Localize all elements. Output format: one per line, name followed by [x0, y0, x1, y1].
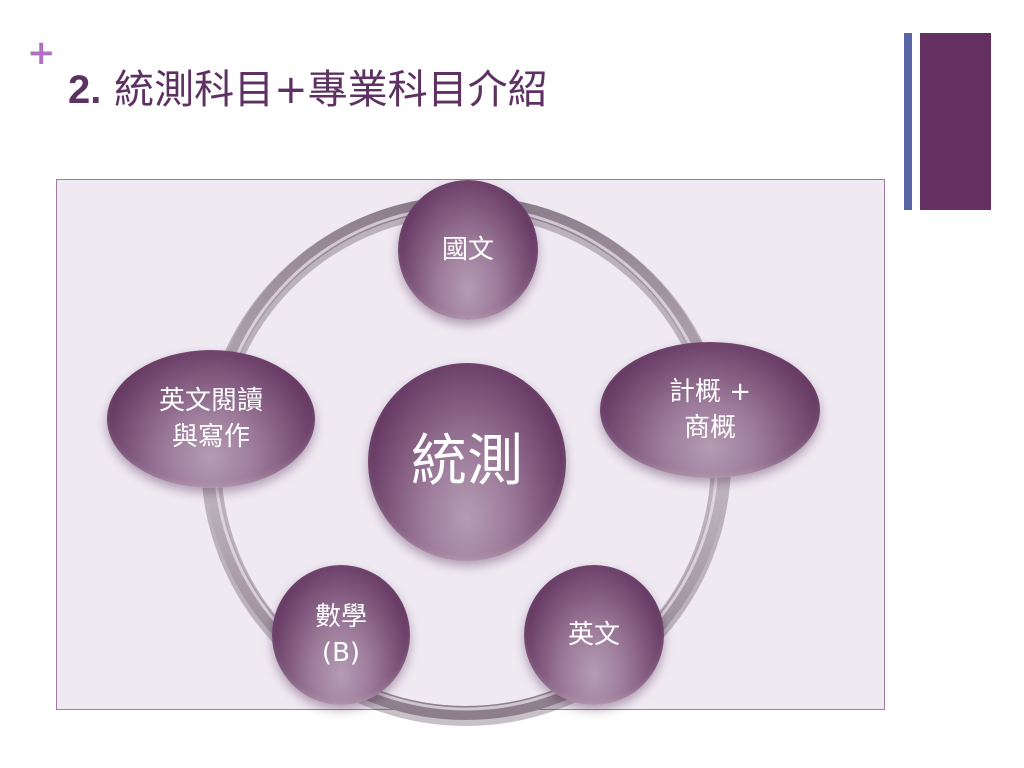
node-computer-business-line-2: 商概 [683, 413, 736, 443]
center-node-unified-exam: 統測 [368, 363, 566, 561]
node-english: 英文 [524, 565, 664, 705]
node-computer-business-label: 計概 + 商概 [669, 374, 751, 447]
slide-title-number: 2. [68, 68, 102, 112]
node-math-b-line-2: (B) [321, 638, 361, 668]
node-english-reading-writing: 英文閱讀 與寫作 [107, 350, 315, 488]
slide-title: 2. 統測科目+專業科目介紹 [68, 66, 548, 114]
node-english-label: 英文 [568, 617, 620, 653]
slide-title-text: 統測科目+專業科目介紹 [114, 67, 548, 113]
center-node-label: 統測 [411, 428, 523, 494]
node-math-b-label: 數學 (B) [315, 599, 367, 672]
node-math-b-line-1: 數學 [314, 601, 367, 632]
node-english-reading-writing-line-1: 英文閱讀 [158, 385, 263, 416]
node-chinese-label: 國文 [442, 232, 494, 268]
corner-accent-bar-thick [920, 33, 991, 210]
node-english-reading-writing-label: 英文閱讀 與寫作 [159, 383, 263, 456]
node-chinese-line-1: 國文 [441, 234, 494, 265]
node-english-line-1: 英文 [567, 619, 620, 650]
plus-decoration-icon: + [27, 33, 56, 73]
corner-accent-bar-thin [904, 33, 912, 210]
node-chinese: 國文 [398, 180, 538, 320]
node-computer-business-line-1: 計概 + [668, 376, 752, 407]
node-computer-business: 計概 + 商概 [600, 342, 820, 478]
node-english-reading-writing-line-2: 與寫作 [171, 422, 250, 452]
node-math-b: 數學 (B) [272, 565, 410, 705]
